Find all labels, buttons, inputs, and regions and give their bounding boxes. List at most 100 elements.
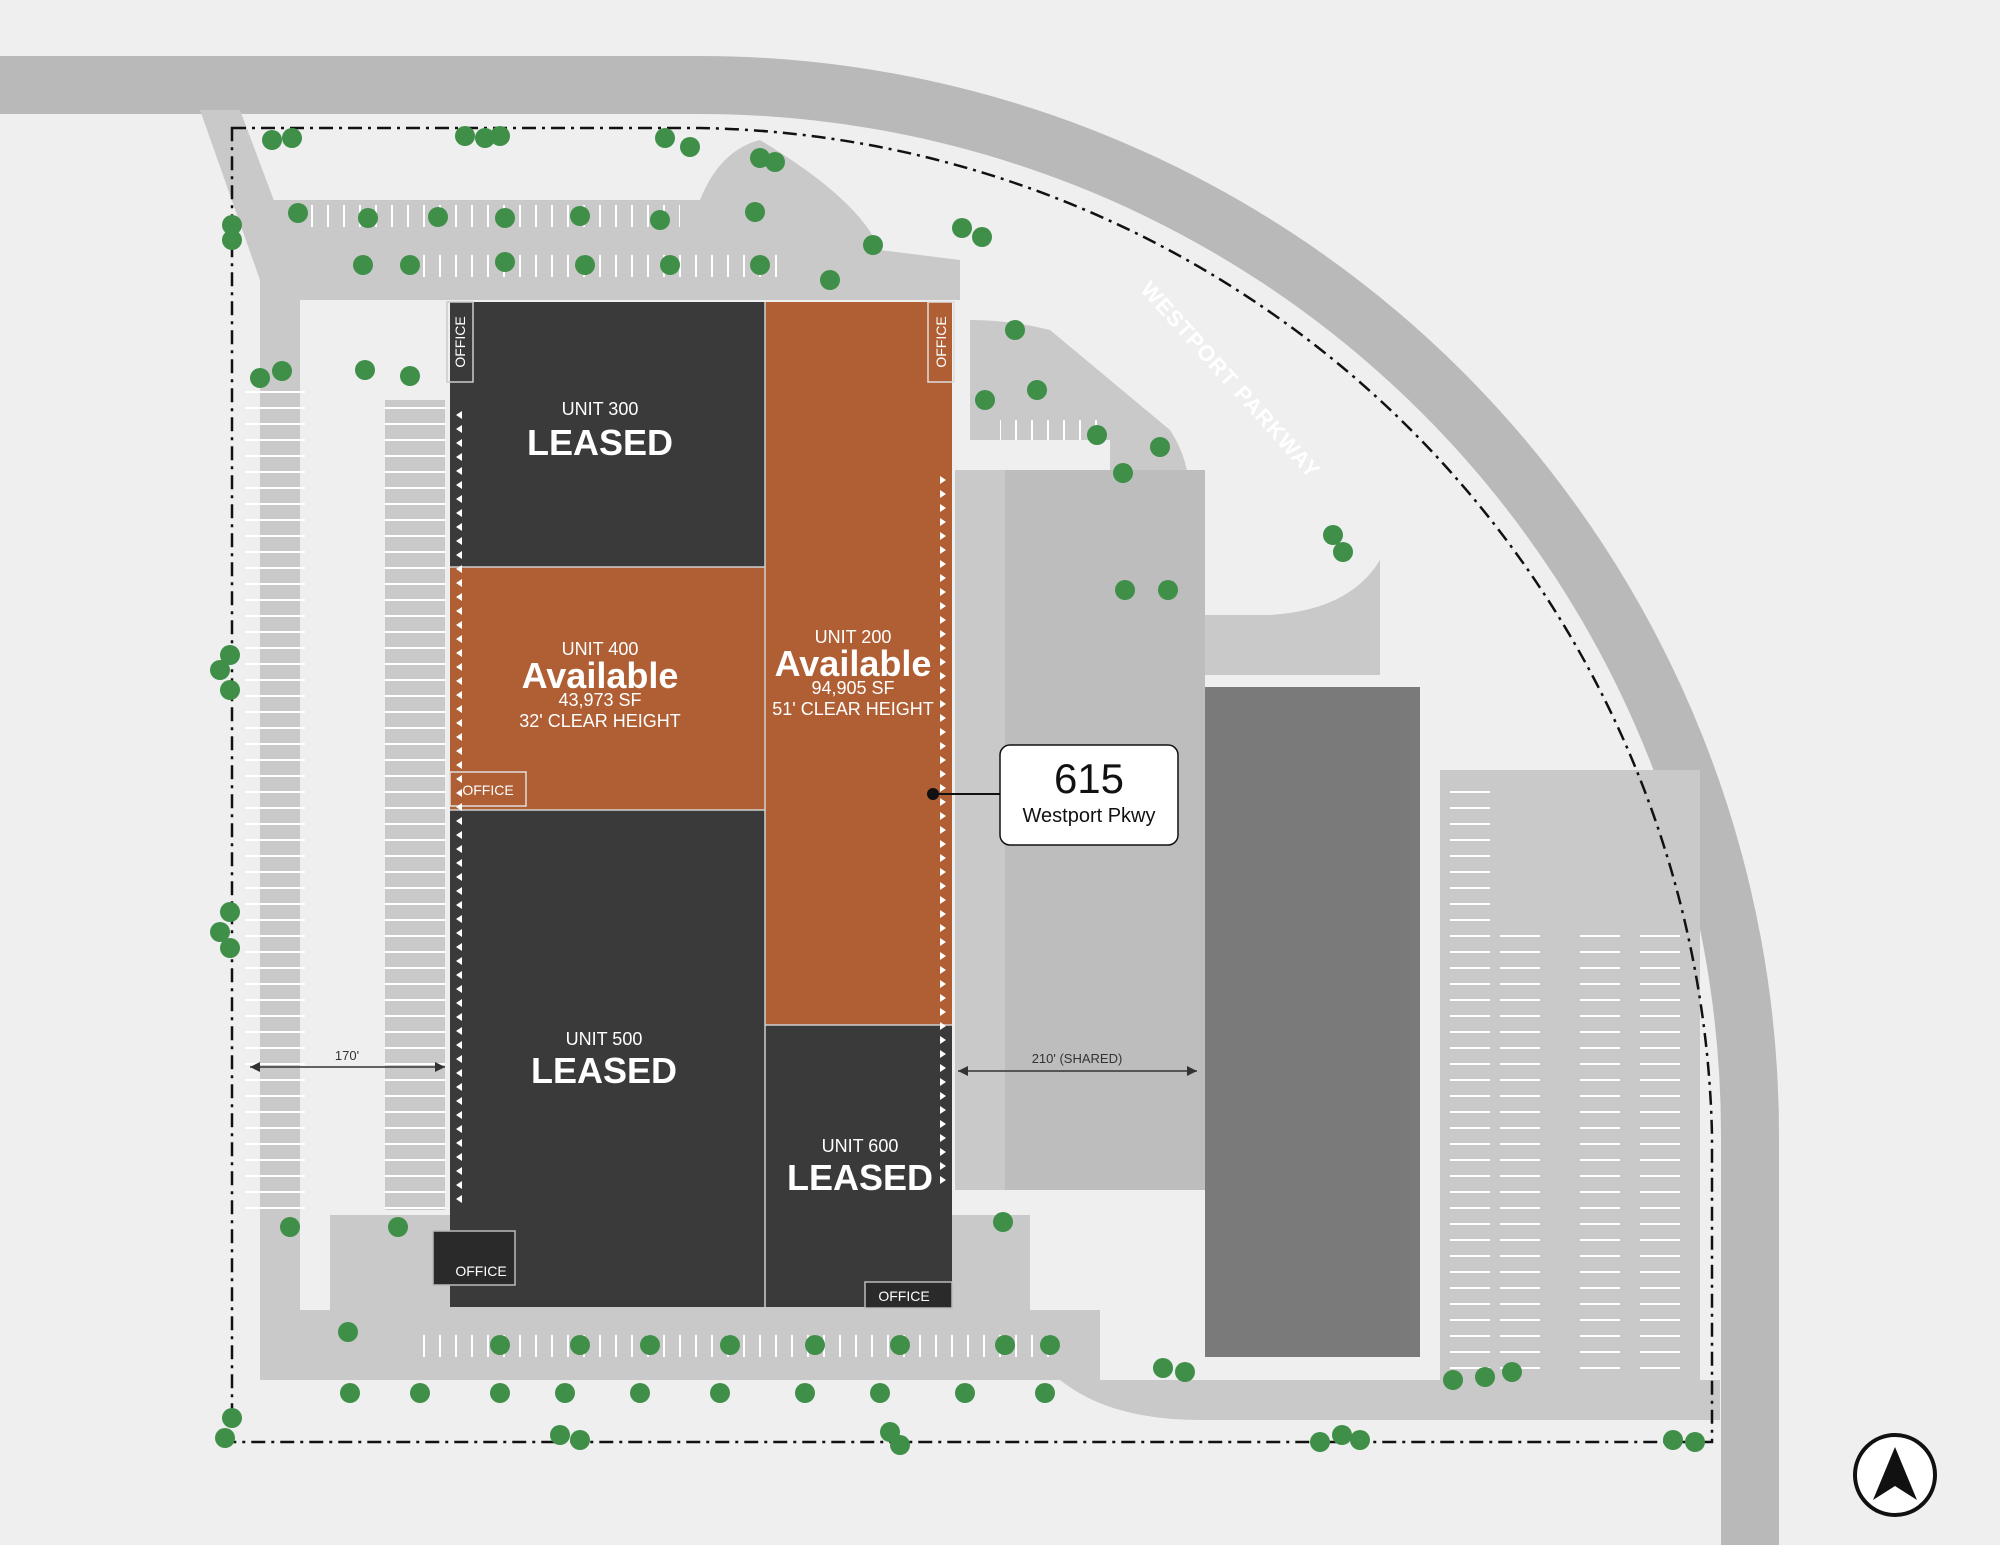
address-callout[interactable]: 615 Westport Pkwy [927,744,1179,846]
dock-door-west [456,775,462,783]
dock-door-west [456,1139,462,1147]
dock-door-west [456,1097,462,1105]
unit-300-name: UNIT 300 [562,399,639,419]
dock-door-west [456,761,462,769]
dock-door-west [456,1195,462,1203]
dock-door-west [456,439,462,447]
unit-200-block[interactable] [765,302,952,1025]
dock-door-east [940,1148,946,1156]
tree [272,361,292,381]
unit-200-status: Available [775,643,932,684]
dock-door-west [456,593,462,601]
unit-400-clear: 32' CLEAR HEIGHT [519,711,680,731]
dock-door-west [456,957,462,965]
dock-door-west [456,1055,462,1063]
tree [1150,437,1170,457]
east-stalls-4 [1640,930,1680,1370]
dock-door-east [940,1078,946,1086]
tree [262,130,282,150]
unit-500-status: LEASED [531,1050,677,1091]
dock-door-east [940,812,946,820]
tree [338,1322,358,1342]
tree [220,902,240,922]
dock-door-east [940,1162,946,1170]
dock-door-west [456,943,462,951]
dock-door-east [940,1134,946,1142]
unit-400-block[interactable] [450,567,765,810]
dock-door-east [940,742,946,750]
roads [0,56,1779,1545]
tree [490,126,510,146]
dock-door-east [940,532,946,540]
dock-door-west [456,691,462,699]
tree [575,255,595,275]
unit-300-status: LEASED [527,422,673,463]
dock-door-west [456,509,462,517]
unit-400-sf: 43,973 SF [558,690,641,710]
tree [993,1212,1013,1232]
unit-200-clear: 51' CLEAR HEIGHT [772,699,933,719]
dock-door-east [940,840,946,848]
address-box[interactable] [999,744,1179,846]
unit-600-block[interactable] [765,1025,952,1307]
tree [495,208,515,228]
tree [555,1383,575,1403]
unit-500-name: UNIT 500 [566,1029,643,1049]
compass-arrow [1873,1447,1917,1500]
tree [1035,1383,1055,1403]
dock-door-east [940,882,946,890]
west-stalls-outer [245,390,305,1210]
tree [1333,542,1353,562]
dock-door-west [456,817,462,825]
tree [630,1383,650,1403]
office-box-400 [449,771,527,807]
dock-door-east [940,1050,946,1058]
dock-door-east [940,728,946,736]
tree [570,1335,590,1355]
dock-door-east [940,854,946,862]
tree [210,922,230,942]
dock-door-west [456,1181,462,1189]
west-dimension-arrow-left [250,1062,260,1072]
tree [1115,580,1135,600]
dock-door-west [456,537,462,545]
dock-door-east [940,574,946,582]
unit-300-block[interactable] [450,302,765,567]
dock-door-east [940,490,946,498]
unit-labels: UNIT 300 LEASED UNIT 400 Available 43,97… [519,399,933,1198]
dock-door-west [456,747,462,755]
dock-door-west [456,985,462,993]
unit-500-block[interactable] [450,810,765,1307]
dock-door-east [940,1106,946,1114]
tree [215,1428,235,1448]
east-dimension-arrow-left [958,1066,968,1076]
dock-door-west [456,565,462,573]
tree [490,1335,510,1355]
tree [410,1383,430,1403]
tree [995,1335,1015,1355]
tree [1005,320,1025,340]
dock-door-east [940,672,946,680]
dock-door-east [940,826,946,834]
neighbor-building [1205,687,1420,1357]
tree [1087,425,1107,445]
office-label-200: OFFICE [933,316,949,367]
tree [490,1383,510,1403]
north-stalls-2 [420,255,780,277]
east-dimension-arrow-right [1187,1066,1197,1076]
office-box-300 [446,301,474,383]
dock-door-east [940,798,946,806]
dock-door-east [940,476,946,484]
tree [220,645,240,665]
dock-door-west [456,901,462,909]
unit-600-name: UNIT 600 [822,1136,899,1156]
tree [745,202,765,222]
main-building [450,302,952,1307]
dock-door-west [456,803,462,811]
address-number: 615 [1054,755,1124,802]
dock-door-west [456,495,462,503]
dock-door-east [940,924,946,932]
tree [655,128,675,148]
tree [1475,1367,1495,1387]
north-arrow-icon [1853,1433,1937,1517]
